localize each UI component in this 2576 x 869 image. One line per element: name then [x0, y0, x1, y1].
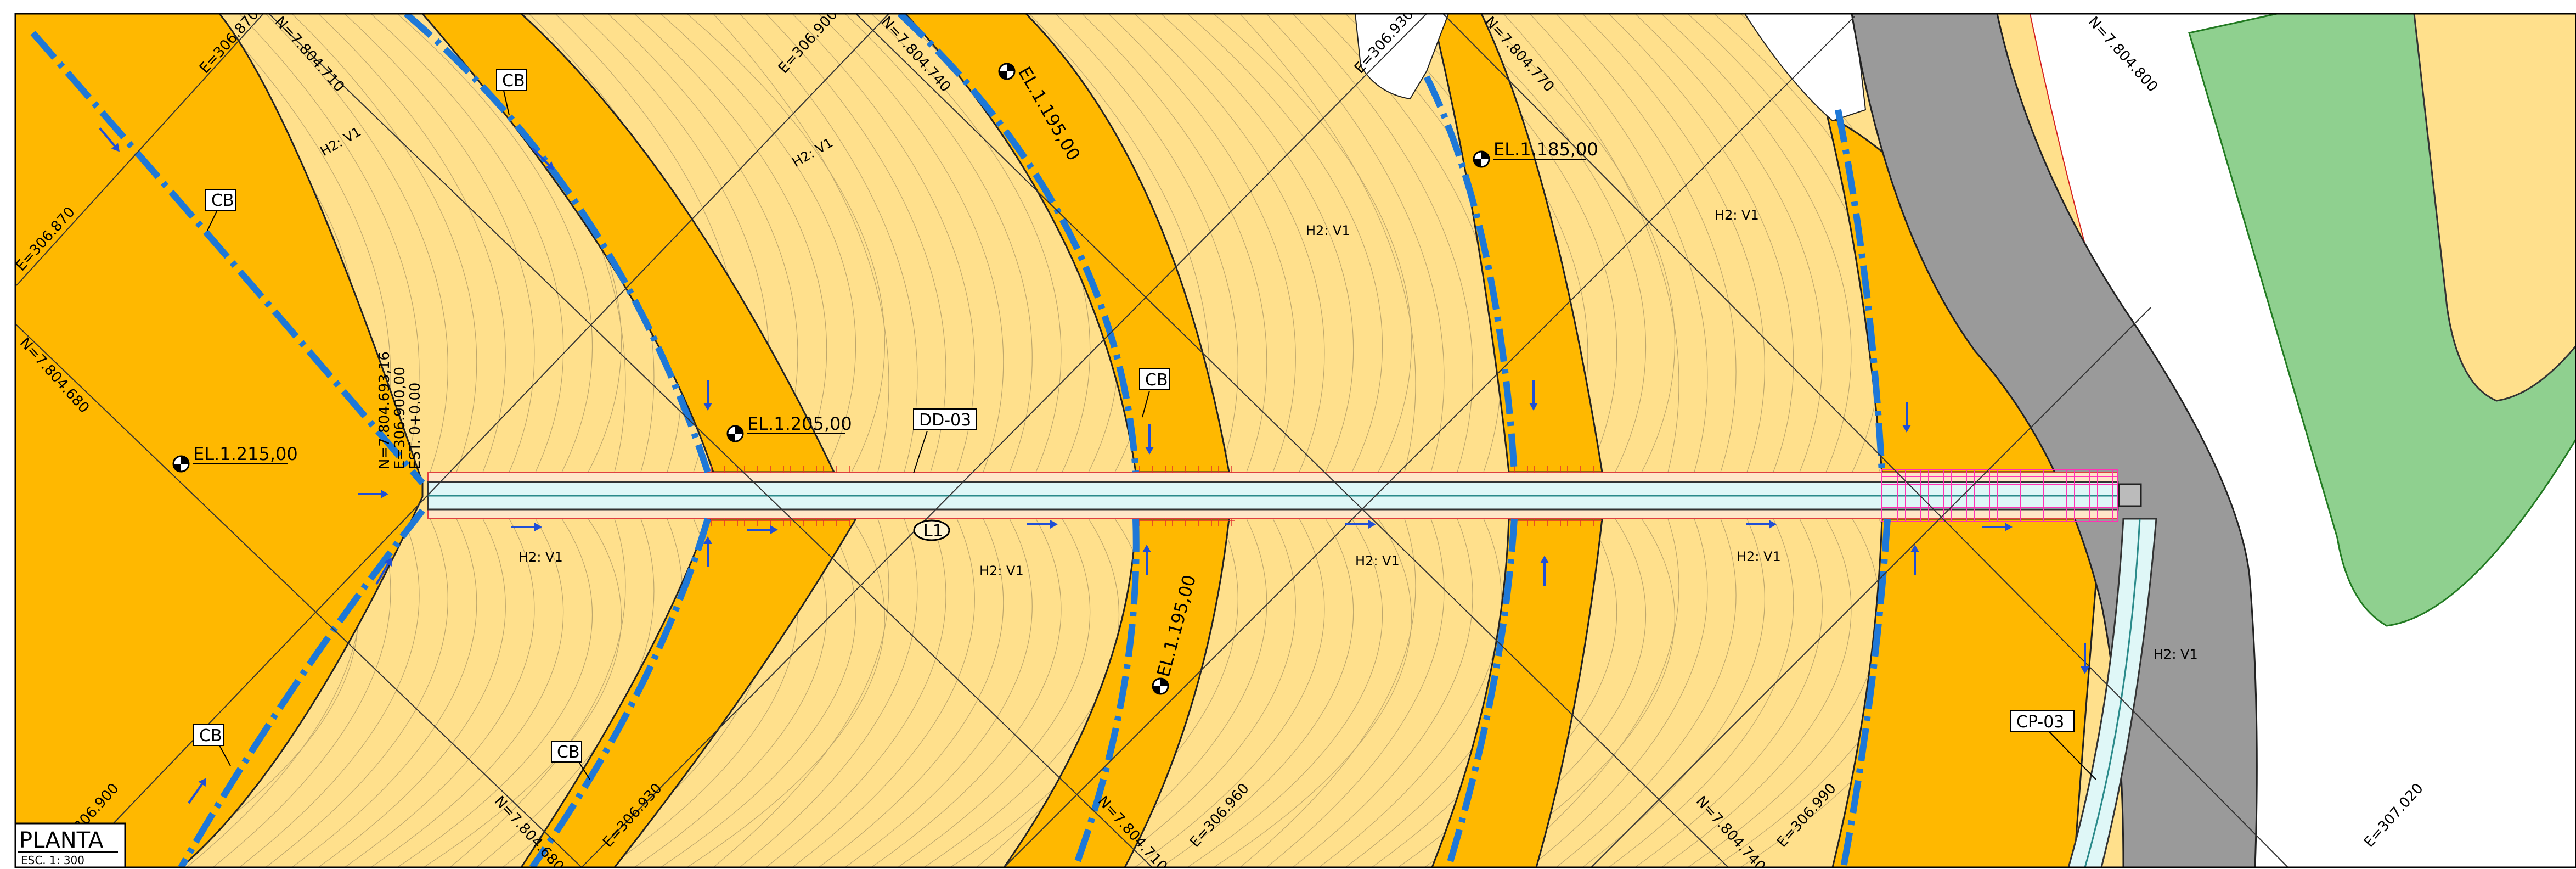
contour-line — [265, 14, 448, 867]
contour-line — [1187, 14, 1383, 867]
callout-cb-1: CB — [496, 69, 527, 116]
contour-line — [1266, 14, 1445, 867]
callout-cb-4: CB — [193, 724, 231, 766]
contour-line — [1608, 14, 1794, 867]
elevation-label-1215: EL.1.215,00 — [193, 444, 298, 464]
elevation-label-1205: EL.1.205,00 — [747, 413, 852, 434]
contour-line — [397, 14, 593, 867]
contour-line — [1555, 14, 1737, 867]
elevation-marker-1215: EL.1.215,00 — [172, 444, 298, 473]
flow-arrow — [1345, 520, 1376, 529]
callout-cb-label: CB — [199, 726, 222, 745]
drawing-frame — [14, 13, 2576, 868]
contour-line — [660, 14, 856, 867]
flow-arrow — [1027, 520, 1058, 529]
callout-dd03-label: DD-03 — [919, 411, 971, 430]
slope-label: H2: V1 — [979, 563, 1024, 579]
station-e: E=306.900,00 — [392, 367, 408, 469]
contour-line — [1582, 14, 1765, 867]
contour-line — [792, 14, 975, 867]
callout-cb-3: CB — [1139, 368, 1170, 418]
contour-line — [1529, 14, 1708, 867]
contour-line — [1108, 14, 1296, 867]
slope-label: H2: V1 — [518, 550, 563, 565]
contour-line — [1160, 14, 1354, 867]
flow-arrow — [99, 127, 120, 152]
slope-label: H2: V1 — [2154, 647, 2198, 662]
contour-line — [318, 14, 506, 867]
band-el-1195-lower — [1003, 518, 1230, 867]
natural-ground-top-right — [1744, 14, 1867, 122]
contour-line — [686, 14, 885, 867]
contour-line — [844, 14, 1033, 867]
flow-arrow — [1746, 520, 1777, 529]
band-right-lower — [1831, 518, 2102, 867]
contour-line — [344, 14, 535, 867]
elevation-label-1185: EL.1.185,00 — [1493, 139, 1598, 160]
contour-line — [1134, 14, 1325, 867]
callout-cb-5: CB — [551, 741, 590, 780]
contour-line — [1213, 14, 1412, 867]
upper-right-pad — [2413, 14, 2576, 402]
station-label: EST. 0+0.00 E=306.900,00 N=7.804.693,16 — [376, 351, 424, 469]
callout-cb-label: CB — [1145, 371, 1168, 390]
flow-arrow — [703, 536, 712, 567]
flow-arrow — [375, 557, 392, 585]
callout-cb-2: CB — [205, 189, 236, 231]
contour-line — [1634, 14, 1823, 867]
callout-cb-label: CB — [211, 191, 234, 210]
flow-arrow — [2081, 643, 2089, 674]
flow-arrow — [188, 778, 207, 804]
elevation-marker-1205: EL.1.205,00 — [726, 413, 852, 442]
flow-arrow — [703, 380, 712, 411]
station-n: N=7.804.693,16 — [376, 351, 393, 469]
contour-line — [765, 14, 946, 867]
flow-arrow — [531, 147, 554, 170]
title-block: PLANTA ESC. 1: 300 — [14, 822, 126, 868]
contour-line — [1503, 14, 1679, 867]
grid-lines — [15, 14, 2288, 867]
slope-label: H2: V1 — [1737, 549, 1781, 564]
callout-dd-03: DD-03 — [913, 408, 977, 474]
cut-bands — [15, 14, 2119, 867]
flow-arrow — [1982, 523, 2013, 531]
flow-arrow — [1902, 402, 1911, 433]
line-marker-l1-label: L1 — [923, 522, 943, 541]
contour-line — [713, 14, 889, 867]
callout-cb-label: CB — [557, 743, 580, 762]
station-est: EST. 0+0.00 — [407, 383, 424, 469]
channel-dd03 — [427, 466, 2142, 526]
elevation-marker-1185: EL.1.185,00 — [1473, 139, 1598, 168]
callout-cp-03: CP-03 — [2010, 710, 2096, 780]
callout-cb-label: CB — [502, 71, 525, 91]
contour-line — [739, 14, 918, 867]
flow-arrow — [1529, 380, 1538, 411]
flow-arrow — [1910, 545, 1919, 575]
drawing-scale: ESC. 1: 300 — [21, 854, 84, 867]
drawing-title: PLANTA — [19, 828, 104, 853]
flow-arrows — [99, 127, 2089, 804]
contour-line — [818, 14, 1004, 867]
slope-label: H2: V1 — [1715, 208, 1759, 223]
flow-arrow — [511, 523, 542, 531]
flow-arrow — [1142, 545, 1151, 575]
flow-arrow — [1540, 556, 1549, 586]
contour-line — [291, 14, 477, 867]
slope-label: H2: V1 — [1355, 553, 1400, 569]
contour-line — [1239, 14, 1416, 867]
drainage-ditches — [30, 14, 1891, 867]
channel-cp03 — [2067, 518, 2157, 867]
contour-line — [370, 14, 564, 867]
flow-arrow — [747, 525, 778, 534]
contour-line — [1661, 14, 1852, 867]
line-marker-l1: L1 — [913, 519, 950, 541]
contour-line — [871, 14, 1062, 867]
callout-cp03-label: CP-03 — [2016, 713, 2064, 732]
contour-line — [1292, 14, 1473, 867]
flow-arrow — [358, 490, 388, 498]
natural-ground-top — [1354, 14, 1450, 100]
slope-label: H2: V1 — [1306, 223, 1350, 238]
flow-arrow — [1145, 424, 1154, 455]
